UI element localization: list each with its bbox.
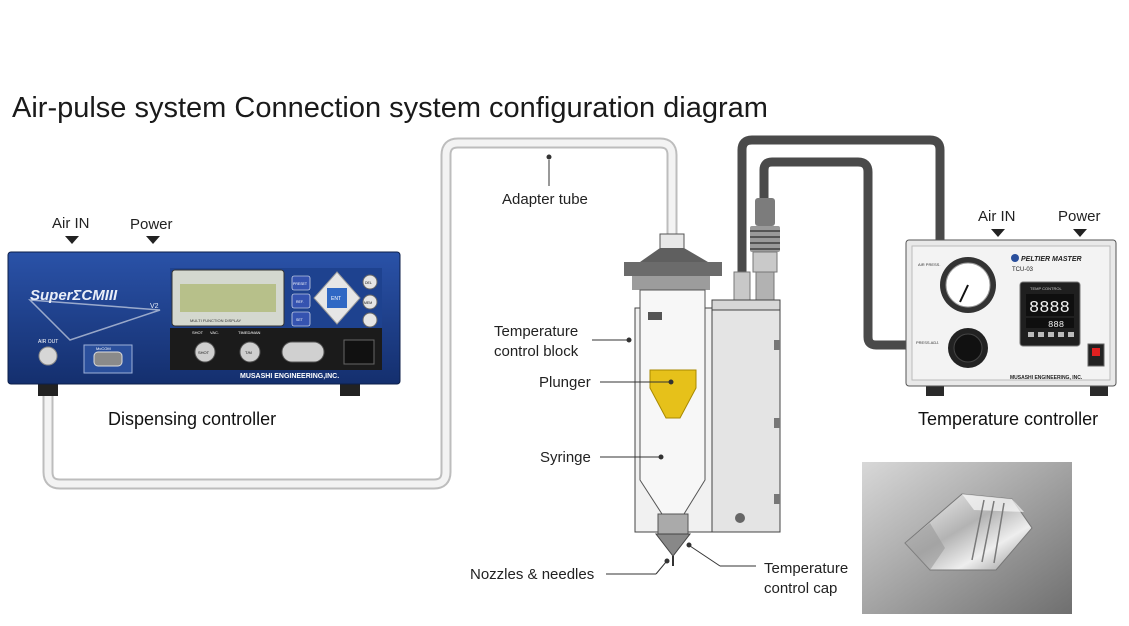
leader-lines: [546, 154, 756, 575]
controller-text: PELTIER MASTER TCU-03 AIR PRESS. PRESS.A…: [916, 256, 1083, 381]
nozzles-label: Nozzles & needles: [470, 566, 595, 583]
adapter-tube-label: Adapter tube: [502, 191, 588, 208]
air-press-label: AIR PRESS.: [918, 262, 940, 267]
preset-button-text: PRESET: [293, 282, 308, 286]
syringe-label: Syringe: [540, 449, 591, 466]
temperature-cap-label-line2: control cap: [764, 580, 838, 597]
dispenser-brand: SuperΣCMIII: [30, 287, 118, 304]
connector-label: McCOM: [96, 346, 111, 351]
nozzle-photo: [862, 462, 1072, 614]
diagram-title: Air-pulse system Connection system confi…: [12, 92, 768, 124]
temperature-controller: [905, 239, 1117, 396]
temperature-block-label-line1: Temperature: [494, 323, 579, 340]
controller-maker: MUSASHI ENGINEERING, INC.: [1010, 375, 1083, 381]
temperature-cable: [737, 135, 945, 350]
dispenser-air-in-label: Air IN: [52, 215, 90, 232]
controller-power-arrow-icon: [1073, 229, 1087, 237]
air-out-label: AIR OUT: [38, 339, 58, 345]
shot-button-text: SHOT: [198, 350, 210, 355]
dispenser-power-label: Power: [130, 216, 173, 233]
mem-button-text: MEM: [364, 301, 372, 305]
plunger-label: Plunger: [539, 374, 591, 391]
controller-brand: PELTIER MASTER: [1021, 256, 1082, 263]
adapter-tube: [42, 137, 678, 490]
dispensing-controller: [7, 251, 401, 396]
temperature-cap-label-line1: Temperature: [764, 560, 849, 577]
dispenser-text: SuperΣCMIII V2 MULTI FUNCTION DISPLAY AI…: [30, 281, 372, 380]
controller-power-label: Power: [1058, 208, 1101, 225]
temperature-block-label-line2: control block: [494, 343, 579, 360]
dispensing-controller-caption: Dispensing controller: [108, 409, 277, 429]
temp-caption: TEMP CONTROL: [1030, 286, 1062, 291]
dispenser-maker: MUSASHI ENGINEERING,INC.: [240, 373, 339, 380]
timed-label: TIMED/MAN: [238, 330, 261, 335]
controller-air-in-label: Air IN: [978, 208, 1016, 225]
ref-button-text: REF.: [296, 300, 304, 304]
dispenser-air-in-arrow-icon: [65, 236, 79, 244]
controller-model: TCU-03: [1012, 267, 1034, 273]
tm-button-text: T/M: [245, 350, 252, 355]
shot-label: SHOT: [192, 330, 204, 335]
vac-label: VAC.: [210, 330, 219, 335]
dispenser-version: V2: [150, 303, 159, 310]
display-caption: MULTI FUNCTION DISPLAY: [190, 318, 242, 323]
syringe-assembly: [624, 233, 781, 566]
set-button-text: SET: [296, 318, 304, 322]
controller-display-sub: 888: [1048, 320, 1064, 330]
temperature-controller-caption: Temperature controller: [918, 409, 1099, 429]
controller-air-in-arrow-icon: [991, 229, 1005, 237]
ent-button-text: ENT: [331, 296, 341, 302]
controller-display: 8888: [1029, 299, 1070, 318]
connector-plug: [733, 198, 780, 309]
del-button-text: DEL: [365, 281, 372, 285]
dispenser-power-arrow-icon: [146, 236, 160, 244]
press-adj-label: PRESS.ADJ.: [916, 340, 939, 345]
